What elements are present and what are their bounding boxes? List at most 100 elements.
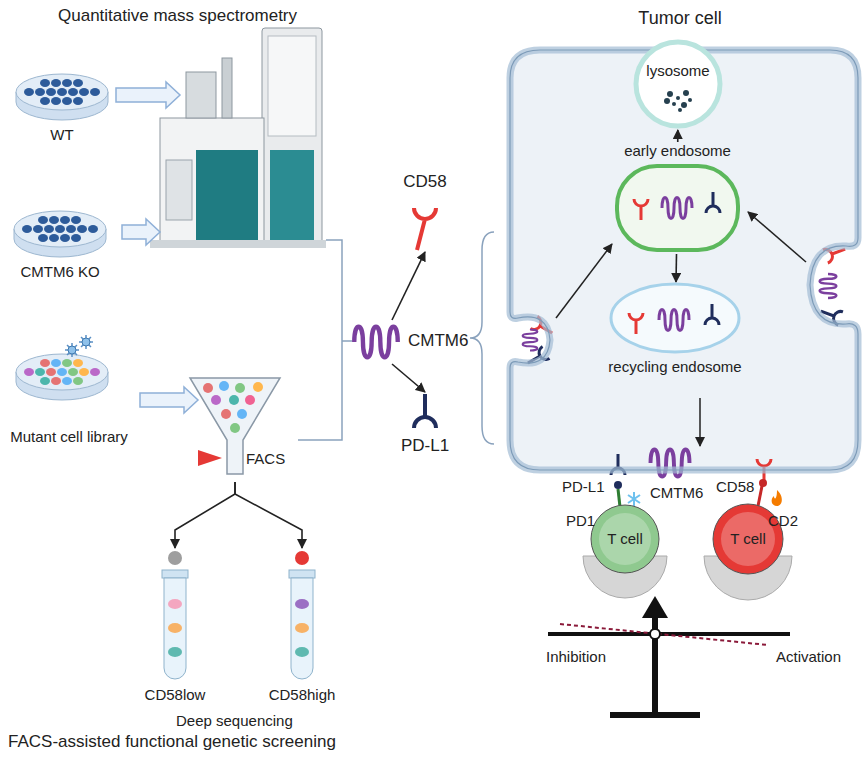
sorted-cell-dot: [295, 551, 309, 565]
node-label: Mutant cell library: [10, 428, 128, 446]
sorted-cell-dot: [168, 551, 182, 565]
ms-column: [222, 58, 232, 118]
cell-dot: [73, 359, 83, 367]
text-holder: Inhibition: [546, 648, 606, 666]
dna-band: [295, 599, 309, 609]
node-outline: [264, 548, 340, 706]
connector-arrow: [392, 364, 425, 392]
dna-band: [168, 623, 182, 633]
text-holder: PD-L1: [562, 478, 605, 496]
text-label: CD58: [716, 478, 754, 496]
node-label: T cell: [730, 530, 766, 548]
cell-dot: [90, 88, 100, 96]
ms-bench: [150, 240, 326, 248]
cmtm6-icon: [662, 198, 692, 219]
block-arrow: [122, 219, 160, 245]
sorted-cell: [237, 409, 247, 419]
degraded-fragment: [676, 96, 680, 100]
text-holder: PD-L1: [401, 436, 449, 456]
pdl1-protein: PD-L1: [392, 392, 458, 460]
cell-dot: [22, 225, 32, 233]
node-label: CMTM6: [408, 331, 468, 351]
node-label: PD-L1: [401, 436, 449, 456]
ms-panel: [268, 36, 316, 136]
node-label: early endosome: [624, 142, 731, 160]
cell-dot: [57, 88, 67, 96]
flame: [772, 490, 782, 506]
cell-dot: [62, 359, 72, 367]
text-holder: PD1: [566, 512, 595, 530]
cell-dot: [35, 368, 45, 376]
degraded-fragment: [683, 90, 689, 96]
degraded-fragment: [678, 108, 682, 112]
ms-body: [160, 118, 264, 246]
cd58-icon: [634, 199, 648, 220]
lysosome-circle: [636, 42, 720, 126]
cell-dot: [68, 368, 78, 376]
tube: [164, 578, 186, 679]
endocytosis-arrow: [748, 212, 806, 262]
text-holder: Mutant cell library: [10, 428, 128, 446]
facs-funnel: FACS: [180, 378, 290, 482]
cell-dot: [71, 216, 81, 224]
cell-dot: [62, 377, 72, 385]
text-holder: CD58low: [145, 686, 206, 704]
mass-spectrometer: [150, 28, 326, 248]
petri-dish: [14, 211, 106, 247]
sorted-cell: [253, 382, 263, 392]
cell-dot: [46, 368, 56, 376]
sorted-cell: [211, 395, 221, 405]
node-label: lysosome: [646, 62, 709, 80]
text-holder: CMTM6 KO: [20, 263, 99, 281]
lysosome: lysosome: [632, 38, 724, 130]
pd1-head: [614, 481, 622, 489]
recycling-endosome: recycling endosome: [600, 282, 750, 394]
cell-dot: [46, 88, 56, 96]
sequencing-tube: CD58high: [264, 548, 340, 706]
cell-dot: [73, 377, 83, 385]
cell-dot: [51, 359, 61, 367]
text-label: Inhibition: [546, 648, 606, 666]
cell-dot: [40, 377, 50, 385]
cell-dot: [51, 79, 61, 87]
tube-cap: [162, 570, 188, 578]
cell-dot: [66, 225, 76, 233]
text-holder: Quantitative mass spectrometry: [58, 6, 297, 26]
virus: [82, 338, 90, 346]
pd1-stalk: [618, 489, 620, 507]
node-label: FACS: [246, 450, 285, 468]
cell-dot: [40, 79, 50, 87]
cell-dot: [79, 368, 89, 376]
dna-band: [295, 623, 309, 633]
cell-dot: [24, 368, 34, 376]
cmtm6-icon: [354, 327, 398, 357]
text-label: PD1: [566, 512, 595, 530]
ms-tower: [262, 28, 322, 246]
cell-dot: [35, 88, 45, 96]
cell-dot: [77, 225, 87, 233]
ms-door: [166, 160, 192, 220]
tumor-cell: lysosome early endosome recycling endosome…: [490, 4, 866, 478]
pdl1-icon: [705, 304, 719, 325]
snowflake-stroke: [628, 495, 640, 503]
sorted-cell: [230, 423, 240, 433]
cell-dot: [49, 216, 59, 224]
text-holder: CD58high: [269, 686, 336, 704]
text-holder: recycling endosome: [608, 358, 741, 376]
degraded-fragment: [667, 91, 673, 97]
cmtm6-icon: [820, 274, 837, 298]
t-cell: [591, 505, 659, 573]
cell-dot: [71, 234, 81, 242]
text-holder: Activation: [776, 648, 841, 666]
early-endosome: early endosome: [605, 142, 750, 254]
pdl1-icon: [706, 192, 720, 213]
balance-beam: [548, 632, 790, 636]
cell-dot: [88, 225, 98, 233]
dna-band: [295, 647, 309, 657]
bracket: [298, 240, 352, 440]
text-label: CD2: [768, 512, 798, 530]
text-holder: early endosome: [624, 142, 731, 160]
cell-dot: [60, 216, 70, 224]
sorted-cell: [221, 409, 231, 419]
